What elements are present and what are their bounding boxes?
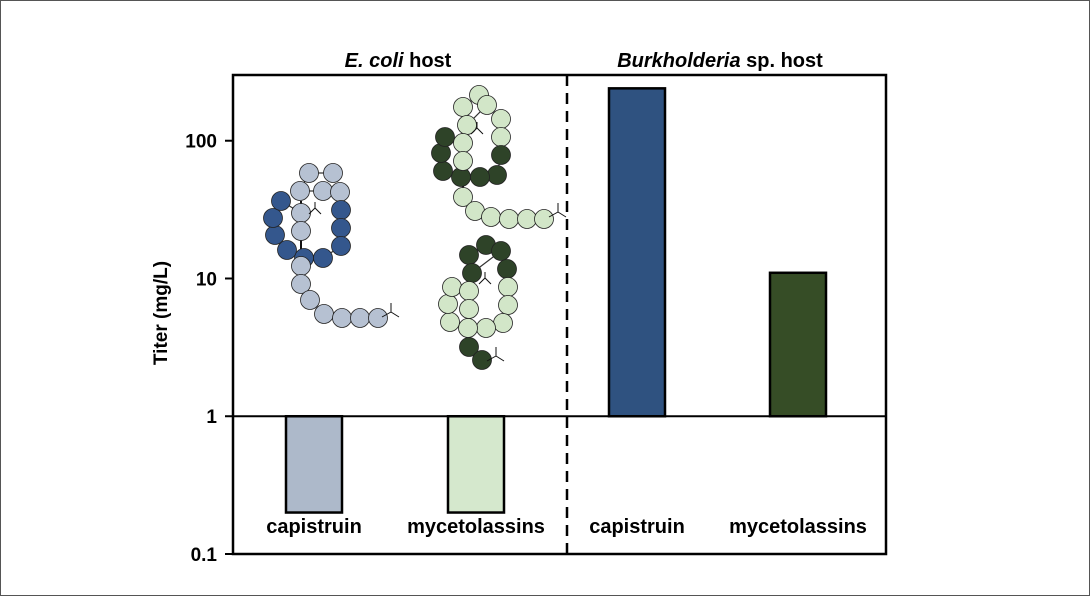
amino-acid-bead (477, 95, 497, 115)
y-axis-label: Titer (mg/L) (151, 261, 172, 365)
amino-acid-bead (453, 97, 473, 117)
y-tick-label: 1 (206, 407, 217, 428)
amino-acid-bead (263, 208, 283, 228)
plot-area (231, 73, 888, 556)
bar-mycetolassins (768, 271, 828, 418)
category-label-capistruin: capistruin (589, 516, 685, 538)
amino-acid-bead (470, 167, 490, 187)
amino-acid-bead (331, 200, 351, 220)
amino-acid-bead (442, 277, 462, 297)
category-label-mycetolassins: mycetolassins (729, 516, 867, 538)
amino-acid-bead (291, 221, 311, 241)
amino-acid-bead (517, 209, 537, 229)
carboxyl-mark (486, 347, 505, 362)
amino-acid-bead (331, 236, 351, 256)
y-ticks: 0.1 1 10 100 (185, 132, 233, 566)
amino-acid-bead (271, 191, 291, 211)
y-tick-label: 0.1 (191, 545, 218, 566)
amino-acid-bead (300, 290, 320, 310)
amino-acid-bead (331, 218, 351, 238)
carboxyl-mark (548, 203, 567, 218)
amino-acid-bead (498, 277, 518, 297)
amino-acid-bead (487, 165, 507, 185)
group-title-burkholderia: Burkholderia sp. host (617, 50, 823, 72)
amino-acid-bead (368, 308, 388, 328)
amide-mark (478, 272, 492, 285)
amino-acid-bead (265, 225, 285, 245)
amino-acid-bead (453, 151, 473, 171)
amino-acid-bead (299, 163, 319, 183)
amino-acid-bead (277, 240, 297, 260)
amino-acid-bead (435, 127, 455, 147)
amide-mark (470, 122, 484, 135)
amino-acid-bead (459, 245, 479, 265)
amino-acid-bead (350, 308, 370, 328)
amino-acid-bead (290, 181, 310, 201)
amino-acid-bead (493, 313, 513, 333)
group-title-ecoli: E. coli host (345, 50, 452, 72)
capistruin-structure-illustration (263, 163, 400, 328)
bar-mycetolassins (446, 414, 506, 514)
amino-acid-bead (462, 263, 482, 283)
amino-acid-bead (459, 299, 479, 319)
amino-acid-bead (314, 304, 334, 324)
amino-acid-bead (472, 350, 492, 370)
amino-acid-bead (291, 274, 311, 294)
amino-acid-bead (459, 337, 479, 357)
amino-acid-bead (491, 241, 511, 261)
bars (284, 87, 828, 514)
amino-acid-bead (323, 163, 343, 183)
amino-acid-bead (332, 308, 352, 328)
amino-acid-bead (291, 256, 311, 276)
amino-acid-bead (497, 259, 517, 279)
amino-acid-bead (453, 187, 473, 207)
amino-acid-bead (491, 127, 511, 147)
amino-acid-bead (453, 133, 473, 153)
amide-mark (308, 202, 322, 215)
category-labels: capistruin mycetolassins capistruin mycetol… (266, 516, 867, 538)
y-tick-label: 100 (185, 132, 217, 153)
amino-acid-bead (313, 248, 333, 268)
category-label-capistruin: capistruin (266, 516, 362, 538)
bar-capistruin (284, 414, 344, 514)
amino-acid-bead (499, 209, 519, 229)
amino-acid-bead (291, 203, 311, 223)
amino-acid-bead (313, 181, 333, 201)
carboxyl-mark (381, 303, 400, 318)
mycetolassin-structure-illustration-2 (438, 235, 518, 370)
amino-acid-bead (498, 295, 518, 315)
amino-acid-bead (459, 281, 479, 301)
amino-acid-bead (458, 318, 478, 338)
mycetolassin-structure-illustration-1 (431, 85, 567, 229)
amino-acid-bead (440, 312, 460, 332)
amino-acid-bead (481, 207, 501, 227)
amino-acid-bead (433, 161, 453, 181)
amino-acid-bead (330, 182, 350, 202)
amino-acid-bead (476, 318, 496, 338)
amino-acid-bead (438, 294, 458, 314)
y-tick-label: 10 (196, 269, 217, 290)
amino-acid-bead (491, 109, 511, 129)
bar-capistruin (607, 87, 667, 418)
amino-acid-bead (491, 145, 511, 165)
amino-acid-bead (534, 209, 554, 229)
category-label-mycetolassins: mycetolassins (407, 516, 545, 538)
